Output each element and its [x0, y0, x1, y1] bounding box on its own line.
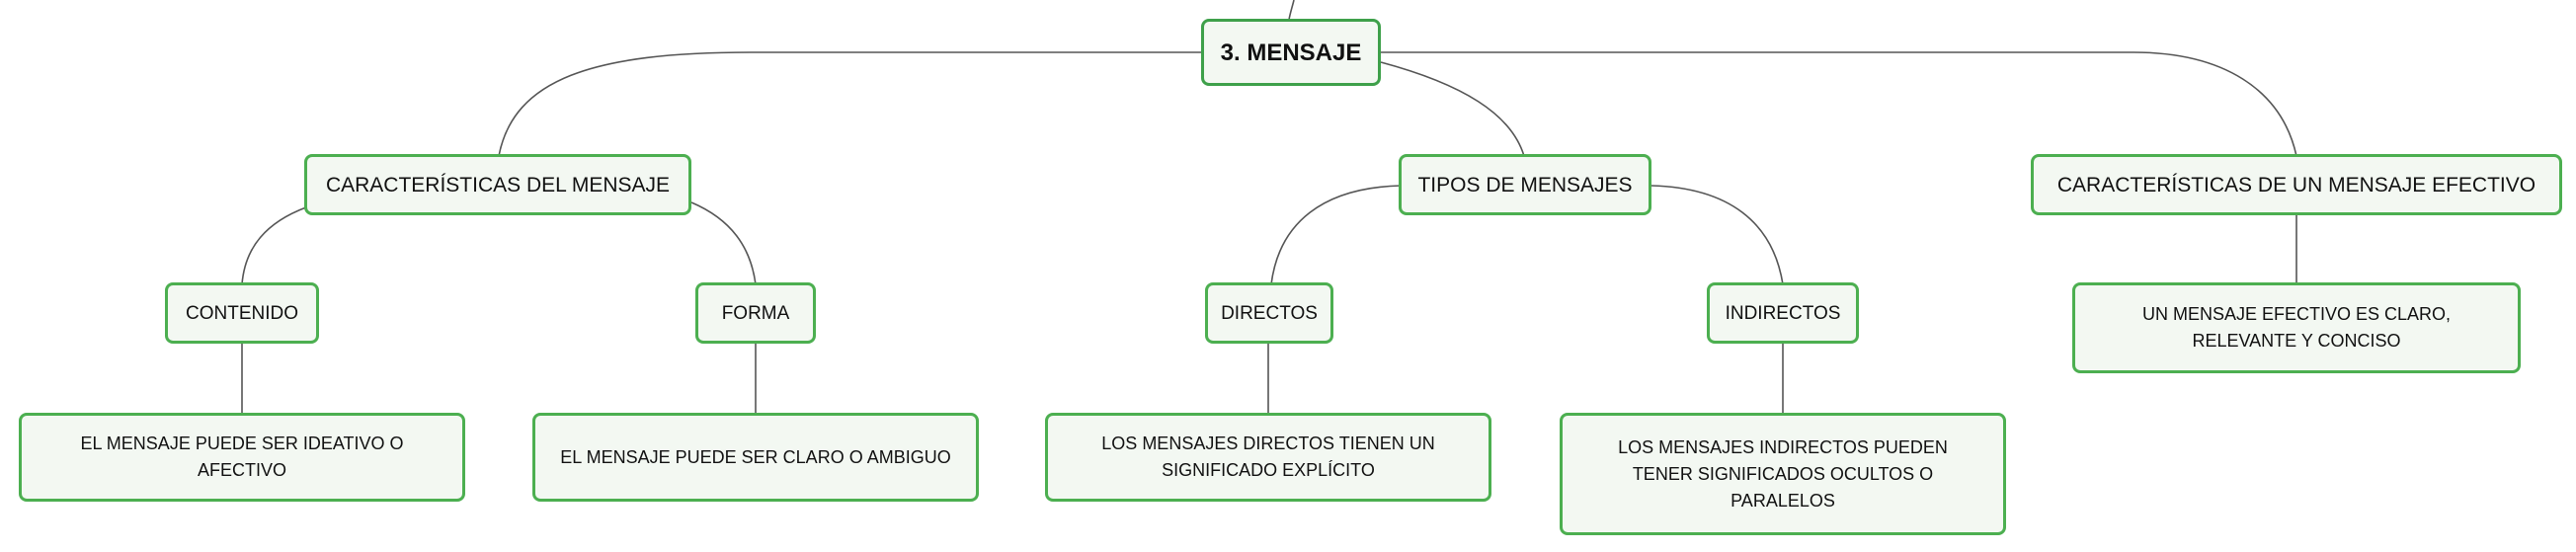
- connector-tipos-to-indirectos: [1650, 185, 1784, 285]
- connector-root-to-caracteristicas: [498, 51, 1203, 157]
- node-contenido[interactable]: CONTENIDO: [165, 282, 319, 344]
- branch-tipos-de-mensajes[interactable]: TIPOS DE MENSAJES: [1399, 154, 1651, 215]
- connector-root-to-tipos: [1380, 61, 1525, 157]
- root-node[interactable]: 3. MENSAJE: [1201, 19, 1381, 86]
- detail-directos[interactable]: LOS MENSAJES DIRECTOS TIENEN UN SIGNIFIC…: [1045, 413, 1491, 502]
- connector-caracteristicas-to-contenido: [241, 206, 307, 285]
- branch-caracteristicas-mensaje-efectivo[interactable]: CARACTERÍSTICAS DE UN MENSAJE EFECTIVO: [2031, 154, 2562, 215]
- detail-forma[interactable]: EL MENSAJE PUEDE SER CLARO O AMBIGUO: [532, 413, 979, 502]
- connector-caracteristicas-to-forma: [690, 201, 757, 285]
- detail-mensaje-efectivo[interactable]: UN MENSAJE EFECTIVO ES CLARO, RELEVANTE …: [2072, 282, 2521, 373]
- connector-root-to-efectivo: [1381, 51, 2297, 157]
- node-directos[interactable]: DIRECTOS: [1205, 282, 1333, 344]
- connector-tipos-to-directos: [1270, 185, 1402, 285]
- detail-indirectos[interactable]: LOS MENSAJES INDIRECTOS PUEDEN TENER SIG…: [1560, 413, 2006, 535]
- node-forma[interactable]: FORMA: [695, 282, 816, 344]
- node-indirectos[interactable]: INDIRECTOS: [1707, 282, 1859, 344]
- connector-parent-to-root: [1288, 0, 1295, 21]
- detail-contenido[interactable]: EL MENSAJE PUEDE SER IDEATIVO O AFECTIVO: [19, 413, 465, 502]
- branch-caracteristicas-del-mensaje[interactable]: CARACTERÍSTICAS DEL MENSAJE: [304, 154, 691, 215]
